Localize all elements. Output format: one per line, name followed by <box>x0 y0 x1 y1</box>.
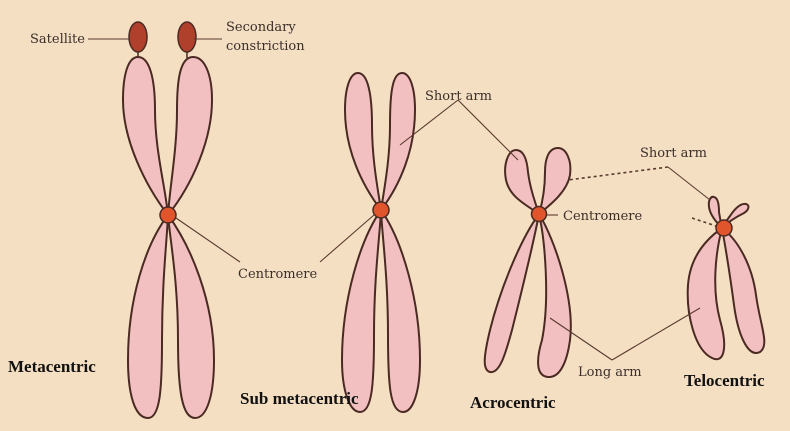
centromere-label-2: Centromere <box>563 209 643 224</box>
satellite-label: Satellite <box>30 32 85 47</box>
acrocentric-title: Acrocentric <box>470 393 556 412</box>
centromere-sub-metacentric <box>373 202 389 218</box>
sub-metacentric-title: Sub metacentric <box>240 389 359 408</box>
secondary-constriction-label-line1: Secondary <box>226 20 296 35</box>
short-arm-label-2: Short arm <box>640 146 707 161</box>
satellite-right <box>178 22 196 52</box>
centromere-metacentric <box>160 207 176 223</box>
telocentric-title: Telocentric <box>684 371 765 390</box>
centromere-acrocentric <box>532 207 547 222</box>
centromere-telocentric <box>716 220 732 236</box>
long-arm-label: Long arm <box>578 365 642 380</box>
secondary-constriction-label-line2: constriction <box>226 39 305 54</box>
satellite-left <box>129 22 147 52</box>
short-arm-label-1: Short arm <box>425 89 492 104</box>
centromere-label-1: Centromere <box>238 267 318 282</box>
metacentric-title: Metacentric <box>8 357 96 376</box>
